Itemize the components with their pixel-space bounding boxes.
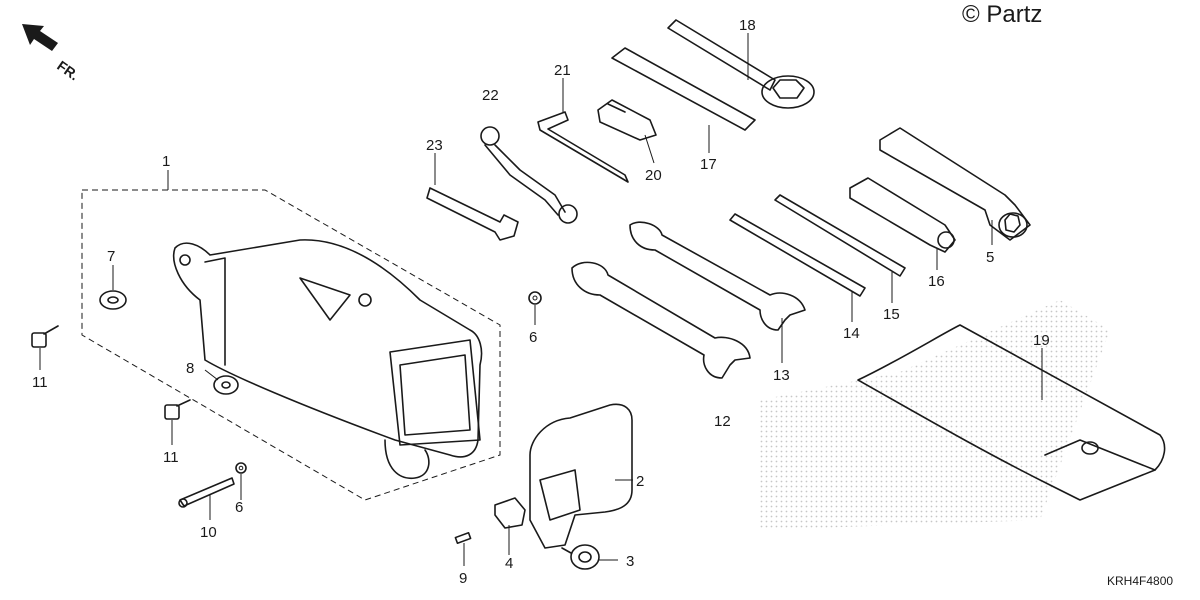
callout-22: 22 (482, 87, 499, 104)
box-wrench-18 (667, 19, 815, 109)
wrench-22 (480, 126, 578, 224)
front-direction-label: FR. (54, 57, 82, 83)
hex-key-21 (537, 111, 629, 183)
callout-19: 19 (1033, 332, 1050, 349)
callout-6-center: 6 (529, 329, 537, 346)
open-wrench-13 (629, 221, 806, 331)
callout-12: 12 (714, 413, 731, 430)
callout-3: 3 (626, 553, 634, 570)
callout-15: 15 (883, 306, 900, 323)
callout-5: 5 (986, 249, 994, 266)
callout-10: 10 (200, 524, 217, 541)
clip-4 (494, 497, 526, 529)
callout-4: 4 (505, 555, 513, 572)
washer-6-center (528, 291, 542, 305)
bolt-11-lower (164, 399, 191, 420)
watermark-text: © Partz (962, 1, 1042, 28)
screwdriver-handle-16 (849, 177, 956, 253)
tool-case-assembly-1 (81, 189, 501, 501)
open-wrench-12 (571, 261, 751, 379)
pin-10 (178, 477, 235, 508)
callout-20: 20 (645, 167, 662, 184)
bolt-11-upper (31, 325, 59, 348)
callout-11-lower: 11 (163, 449, 179, 466)
callout-17: 17 (700, 156, 717, 173)
wrench-23 (426, 187, 519, 241)
callout-23: 23 (426, 137, 443, 154)
callout-7: 7 (107, 248, 115, 265)
callout-2: 2 (636, 473, 644, 490)
grommet-8 (213, 375, 239, 395)
front-direction-arrow-icon (22, 24, 58, 51)
callout-8: 8 (186, 360, 194, 377)
leader-lines (39, 33, 1043, 566)
seal-area-12 (760, 300, 1110, 530)
lock-3 (561, 544, 600, 570)
screwdriver-15 (774, 194, 906, 277)
washer-6-left (235, 462, 247, 474)
callout-1: 1 (162, 153, 170, 170)
callout-14: 14 (843, 325, 860, 342)
tool-bag-19 (857, 324, 1166, 501)
callout-21: 21 (554, 62, 571, 79)
grommet-7 (99, 290, 127, 310)
tool-20 (597, 99, 657, 141)
callout-9: 9 (459, 570, 467, 587)
cover-2 (529, 403, 633, 549)
callout-18: 18 (739, 17, 756, 34)
callout-11-upper: 11 (32, 374, 48, 391)
screwdriver-14 (729, 213, 866, 297)
pin-9 (454, 531, 472, 545)
handle-17 (611, 47, 756, 131)
callout-13: 13 (773, 367, 790, 384)
diagram-code: KRH4F4800 (1107, 574, 1173, 588)
socket-extension-5 (879, 127, 1031, 241)
callout-16: 16 (928, 273, 945, 290)
callout-6-left: 6 (235, 499, 243, 516)
